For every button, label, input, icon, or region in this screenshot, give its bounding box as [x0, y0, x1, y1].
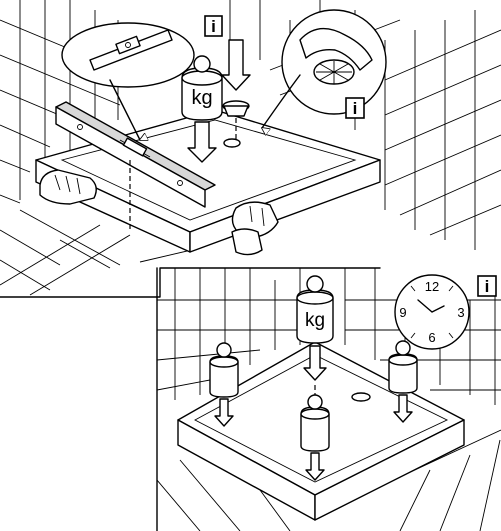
clock-icon: 12 3 6 9	[395, 275, 469, 349]
strainer-callout	[262, 10, 386, 128]
svg-text:i: i	[353, 99, 358, 118]
info-icon-top-2: i	[346, 98, 364, 118]
svg-text:i: i	[485, 277, 490, 296]
hand-icon-right	[232, 202, 278, 254]
weight-label-top: kg	[191, 87, 212, 109]
weight-label-bottom: kg	[305, 310, 325, 331]
clock-number-9: 9	[399, 305, 406, 320]
info-icon-bottom: i	[478, 276, 496, 296]
info-icon-top-1: i	[205, 16, 222, 36]
clock-number-6: 6	[428, 330, 435, 345]
drain-hole-icon-bottom	[352, 393, 370, 401]
bottom-panel: kg 12 3 6 9	[157, 268, 501, 531]
clock-number-12: 12	[425, 279, 439, 294]
svg-text:i: i	[211, 17, 216, 36]
clock-number-3: 3	[457, 305, 464, 320]
drain-hole-icon	[224, 139, 240, 147]
top-panel: kg i i	[0, 0, 501, 295]
